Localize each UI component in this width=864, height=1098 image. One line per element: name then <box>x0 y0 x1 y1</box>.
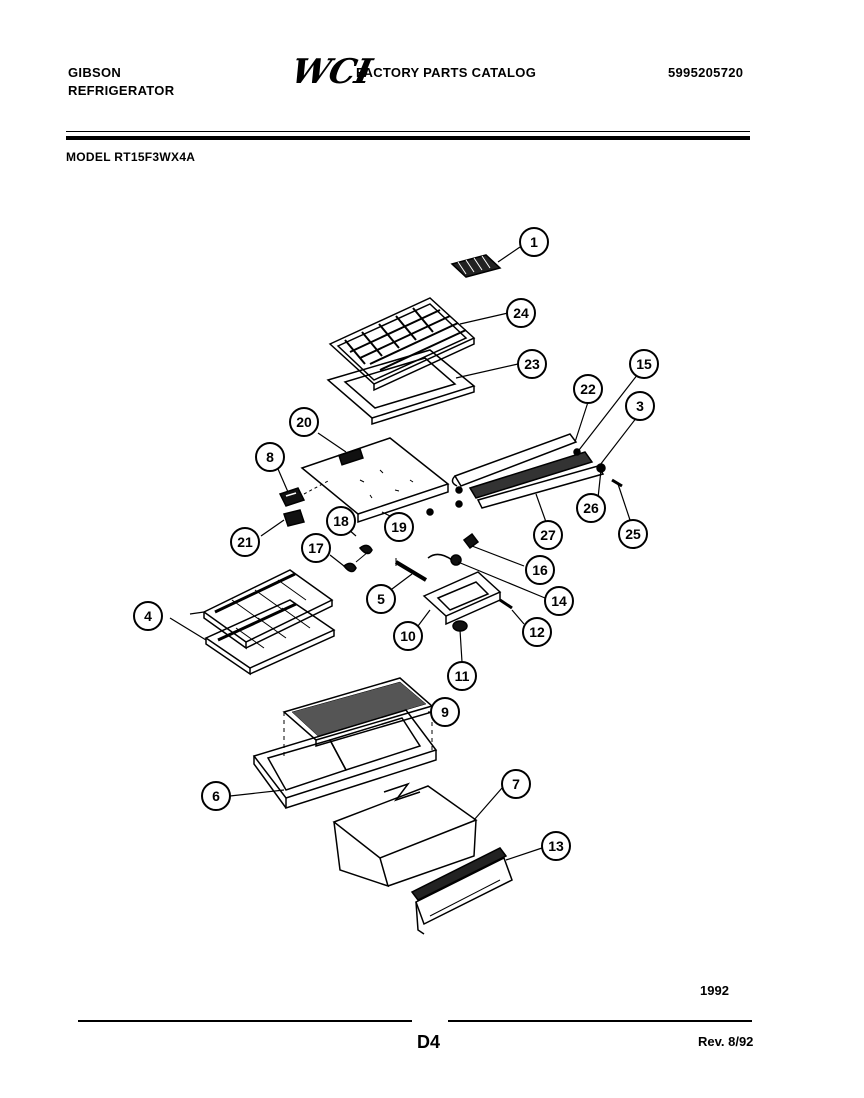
svg-text:13: 13 <box>548 838 564 854</box>
callout-20: 20 <box>289 407 319 437</box>
callout-23: 23 <box>517 349 547 379</box>
callout-10: 10 <box>393 621 423 651</box>
part-5-rod <box>394 560 428 582</box>
part-12-screw <box>499 598 513 610</box>
part-11-knob <box>452 620 468 632</box>
svg-text:25: 25 <box>625 526 641 542</box>
callouts: 1 24 23 22 15 3 20 8 19 18 17 21 26 25 2… <box>133 227 659 861</box>
part-9-crisper-cover <box>282 677 434 748</box>
svg-text:17: 17 <box>308 540 324 556</box>
svg-text:14: 14 <box>551 593 567 609</box>
catalog-year: 1992 <box>700 983 729 998</box>
svg-text:7: 7 <box>512 776 520 792</box>
callout-8: 8 <box>255 442 285 472</box>
svg-text:16: 16 <box>532 562 548 578</box>
part-27-rail <box>468 451 605 509</box>
part-17-knob <box>342 562 357 573</box>
svg-text:4: 4 <box>144 608 152 624</box>
part-1-grille <box>450 254 502 278</box>
svg-text:21: 21 <box>237 534 253 550</box>
part-20-shelf <box>300 437 450 524</box>
header-rule-thin <box>66 131 750 132</box>
callout-24: 24 <box>506 298 536 328</box>
page-code: D4 <box>417 1032 441 1052</box>
callout-13: 13 <box>541 831 571 861</box>
svg-text:5: 5 <box>377 591 385 607</box>
callout-15: 15 <box>629 349 659 379</box>
callout-21: 21 <box>230 527 260 557</box>
svg-text:10: 10 <box>400 628 416 644</box>
part-8-clip <box>278 487 306 507</box>
callout-19: 19 <box>384 512 414 542</box>
callout-14: 14 <box>544 586 574 616</box>
callout-25: 25 <box>618 519 648 549</box>
part-13-drawer-front <box>410 847 513 935</box>
svg-text:27: 27 <box>540 527 556 543</box>
callout-22: 22 <box>573 374 603 404</box>
callout-26: 26 <box>576 493 606 523</box>
svg-text:26: 26 <box>583 500 599 516</box>
part-4-shelf-lower <box>204 599 336 676</box>
part-14-bushing <box>450 554 462 566</box>
callout-5: 5 <box>366 584 396 614</box>
svg-text:24: 24 <box>513 305 529 321</box>
callout-4: 4 <box>133 601 163 631</box>
svg-text:9: 9 <box>441 704 449 720</box>
svg-text:19: 19 <box>391 519 407 535</box>
catalog-number: 5995205720 <box>668 65 744 80</box>
svg-text:15: 15 <box>636 356 652 372</box>
part-6-crisper-frame <box>252 709 438 810</box>
part-10-housing <box>422 571 502 626</box>
callout-18: 18 <box>326 506 356 536</box>
part-22-rail <box>451 433 578 487</box>
revision-date: Rev. 8/92 <box>698 1034 754 1049</box>
callout-1: 1 <box>519 227 549 257</box>
part-21-clip <box>283 509 305 527</box>
svg-text:12: 12 <box>529 624 545 640</box>
catalog-title: FACTORY PARTS CATALOG <box>356 65 537 80</box>
svg-text:3: 3 <box>636 398 644 414</box>
svg-text:8: 8 <box>266 449 274 465</box>
svg-text:1: 1 <box>530 234 538 250</box>
callout-27: 27 <box>533 520 563 550</box>
product-type: REFRIGERATOR <box>68 83 175 98</box>
callout-16: 16 <box>525 555 555 585</box>
callout-11: 11 <box>447 661 477 691</box>
callout-7: 7 <box>501 769 531 799</box>
svg-text:6: 6 <box>212 788 220 804</box>
svg-text:22: 22 <box>580 381 596 397</box>
part-23-frame <box>326 349 476 426</box>
callout-9: 9 <box>430 697 460 727</box>
brand-name: GIBSON <box>68 65 122 80</box>
footer-rule-left <box>78 1020 412 1022</box>
svg-text:20: 20 <box>296 414 312 430</box>
part-16-clip <box>462 532 480 550</box>
callout-3: 3 <box>625 391 655 421</box>
header-rule-thick <box>66 136 750 140</box>
callout-12: 12 <box>522 617 552 647</box>
callout-6: 6 <box>201 781 231 811</box>
callout-17: 17 <box>301 533 331 563</box>
svg-text:23: 23 <box>524 356 540 372</box>
part-7-crisper-drawer <box>332 782 478 888</box>
svg-text:11: 11 <box>455 668 470 684</box>
svg-text:18: 18 <box>333 513 349 529</box>
model-label: MODEL RT15F3WX4A <box>66 150 196 164</box>
footer-rule-right <box>448 1020 752 1022</box>
part-24-cover <box>328 297 476 392</box>
part-18-knob <box>358 544 373 555</box>
part-15-clip <box>573 448 581 456</box>
part-25-screw <box>611 478 623 488</box>
